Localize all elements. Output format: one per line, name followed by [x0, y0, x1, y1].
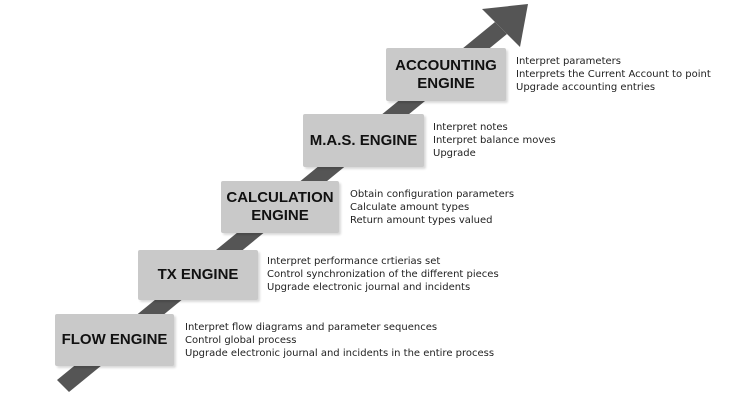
detail-item: Interpret flow diagrams and parameter se…: [185, 322, 438, 333]
detail-item: Upgrade electronic journal and incidents…: [185, 348, 495, 359]
accounting-engine-box: ACCOUNTING ENGINE: [386, 48, 506, 101]
detail-item: Interpret performance crtierias set: [267, 256, 441, 267]
tx-engine-details: Interpret performance crtierias set Cont…: [267, 255, 499, 294]
detail-item: Return amount types valued: [350, 215, 493, 226]
detail-item: Control synchronization of the different…: [267, 269, 499, 280]
flow-engine-box: FLOW ENGINE: [55, 314, 174, 366]
detail-item: Interpret balance moves: [433, 135, 556, 146]
detail-item: Upgrade: [433, 148, 476, 159]
accounting-engine-details: Interpret parameters Interprets the Curr…: [516, 55, 711, 94]
detail-item: Obtain configuration parameters: [350, 189, 515, 200]
detail-item: Interpret parameters: [516, 56, 621, 67]
mas-engine-details: Interpret notes Interpret balance moves …: [433, 121, 556, 160]
mas-engine-box: M.A.S. ENGINE: [303, 114, 424, 167]
arrow-head: [482, 4, 528, 47]
detail-item: Upgrade electronic journal and incidents: [267, 282, 471, 293]
detail-item: Control global process: [185, 335, 297, 346]
detail-item: Upgrade accounting entries: [516, 82, 656, 93]
detail-item: Calculate amount types: [350, 202, 470, 213]
calculation-engine-box: CALCULATION ENGINE: [221, 181, 339, 233]
detail-item: Interprets the Current Account to point: [516, 69, 711, 80]
calculation-engine-details: Obtain configuration parameters Calculat…: [350, 188, 514, 227]
detail-item: Interpret notes: [433, 122, 508, 133]
tx-engine-box: TX ENGINE: [138, 250, 258, 300]
flow-engine-details: Interpret flow diagrams and parameter se…: [185, 321, 494, 360]
